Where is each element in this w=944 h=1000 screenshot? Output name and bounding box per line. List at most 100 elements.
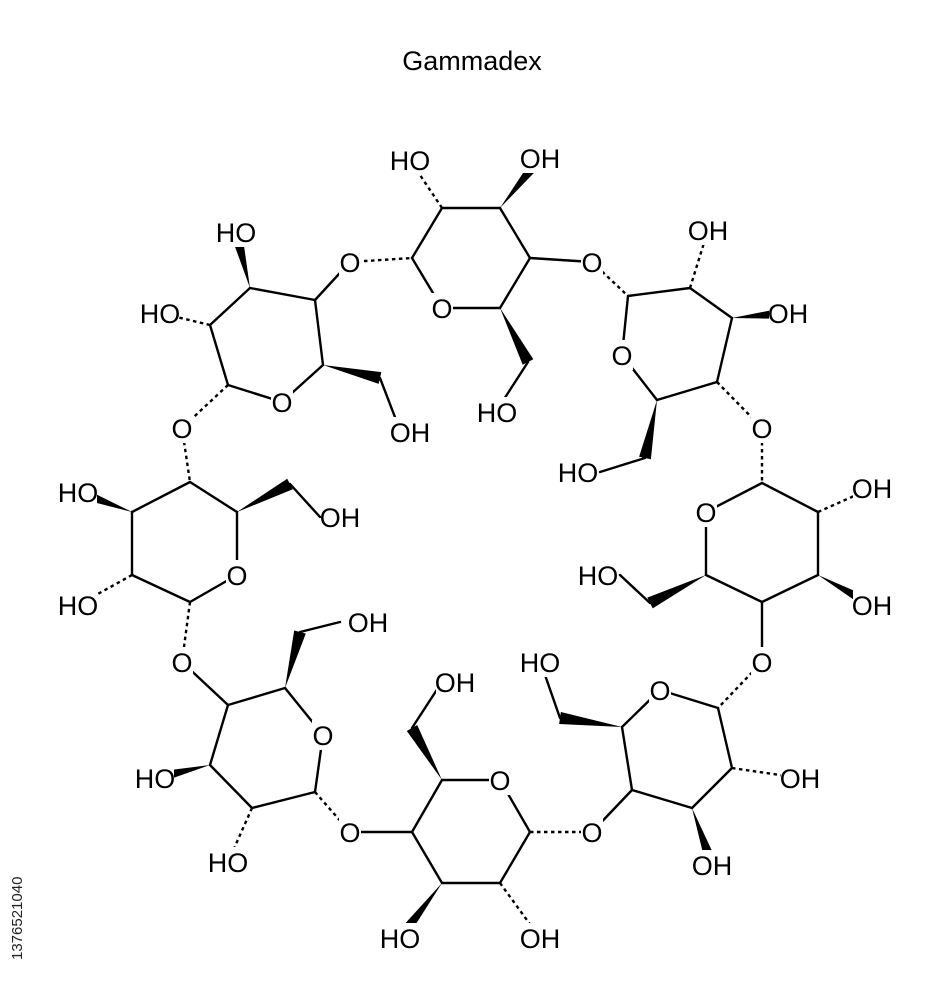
- label-mask: [209, 847, 247, 877]
- label-mask: [226, 560, 248, 590]
- glycosidic-oxygen-atom: O: [751, 414, 772, 444]
- hydroxyl-group: HO: [140, 299, 181, 329]
- hashed-bond: [409, 159, 443, 209]
- hydroxyl-group: OH: [768, 299, 809, 329]
- ring-bond: [410, 830, 444, 885]
- label-mask: [751, 413, 773, 443]
- label-mask: [579, 560, 617, 590]
- label-mask: [769, 298, 807, 328]
- label-mask: [431, 293, 453, 323]
- label-mask: [391, 145, 429, 175]
- ring-bond: [130, 573, 192, 604]
- hydroxyl-group: HO: [520, 648, 561, 678]
- label-mask: [59, 477, 97, 507]
- ring-bond: [208, 323, 230, 387]
- glycosidic-oxygen-atom: O: [339, 818, 360, 848]
- label-mask: [693, 850, 731, 880]
- ring-bond: [410, 778, 444, 834]
- label-mask: [781, 763, 819, 793]
- methylene-bond: [298, 620, 342, 634]
- methylene-bond: [618, 573, 652, 605]
- label-mask: [695, 497, 717, 527]
- label-mask: [649, 675, 671, 705]
- hydroxyl-group: OH: [390, 418, 431, 448]
- label-mask: [217, 217, 255, 247]
- ring-oxygen-atom: O: [312, 721, 333, 751]
- ring-oxygen-atom: O: [489, 766, 510, 796]
- ring-bond: [130, 480, 192, 514]
- ring-bond: [188, 480, 239, 514]
- label-mask: [59, 590, 97, 620]
- label-mask: [853, 473, 891, 503]
- wedge-bond: [559, 712, 622, 727]
- wedge-bond: [639, 400, 657, 460]
- hydroxyl-group: OH: [780, 764, 821, 794]
- ring-bond: [208, 286, 252, 327]
- label-mask: [489, 765, 511, 795]
- label-mask: [321, 502, 359, 532]
- hydroxyl-group: HO: [578, 561, 619, 591]
- label-mask: [171, 647, 193, 677]
- ring-bond: [250, 790, 317, 810]
- ring-bond: [688, 286, 734, 320]
- label-mask: [436, 667, 474, 697]
- ring-bond: [626, 286, 692, 298]
- label-mask: [751, 647, 773, 677]
- label-mask: [521, 143, 559, 173]
- ring-bond: [704, 573, 764, 604]
- ring-bond: [630, 788, 694, 810]
- label-mask: [339, 817, 361, 847]
- ring-oxygen-atom: O: [431, 294, 452, 324]
- label-mask: [391, 417, 429, 447]
- page-title: Gammadex: [402, 46, 542, 76]
- hydroxyl-group: HO: [58, 591, 99, 621]
- ring-bond: [410, 206, 444, 260]
- ring-bond: [760, 481, 820, 514]
- hydroxyl-group: OH: [320, 503, 361, 533]
- wedge-bond: [285, 630, 306, 688]
- label-mask: [171, 413, 193, 443]
- ring-bond: [690, 766, 734, 810]
- glycosidic-oxygen-atom: O: [581, 248, 602, 278]
- ring-bond: [208, 703, 230, 767]
- label-mask: [271, 387, 293, 417]
- label-mask: [312, 720, 334, 750]
- ring-bond: [498, 256, 532, 310]
- ring-bond: [498, 830, 532, 885]
- ring-bond: [248, 286, 317, 302]
- label-mask: [689, 215, 727, 245]
- hydroxyl-group: HO: [477, 398, 518, 428]
- label-mask: [559, 457, 597, 487]
- ring-bond: [313, 298, 325, 367]
- hydroxyl-group: HO: [216, 218, 257, 248]
- bond-layer: [75, 154, 875, 942]
- ring-oxygen-atom: O: [611, 341, 632, 371]
- glycosidic-oxygen-atom: O: [171, 648, 192, 678]
- methylene-bond: [288, 482, 322, 519]
- hydroxyl-group: HO: [58, 478, 99, 508]
- wedge-bond: [406, 725, 442, 780]
- hydroxyl-group: HO: [380, 924, 421, 954]
- label-mask: [521, 923, 559, 953]
- label-mask: [521, 647, 559, 677]
- label-mask: [349, 607, 387, 637]
- hydroxyl-group: OH: [435, 668, 476, 698]
- label-mask: [581, 817, 603, 847]
- ring-bond: [226, 686, 287, 707]
- hydroxyl-group: OH: [688, 216, 729, 246]
- glycosidic-oxygen-atom: O: [751, 648, 772, 678]
- wedge-bond: [647, 575, 706, 609]
- ring-bond: [716, 706, 734, 770]
- hydroxyl-group: OH: [348, 608, 389, 638]
- methylene-bond: [543, 673, 562, 720]
- ring-oxygen-atom: O: [695, 498, 716, 528]
- hydroxyl-group: HO: [135, 764, 176, 794]
- ring-oxygen-atom: O: [226, 561, 247, 591]
- ring-bond: [620, 725, 634, 792]
- ring-bond: [498, 206, 532, 260]
- label-mask: [478, 397, 516, 427]
- wedge-bond: [237, 478, 293, 512]
- wedge-bond: [500, 308, 534, 365]
